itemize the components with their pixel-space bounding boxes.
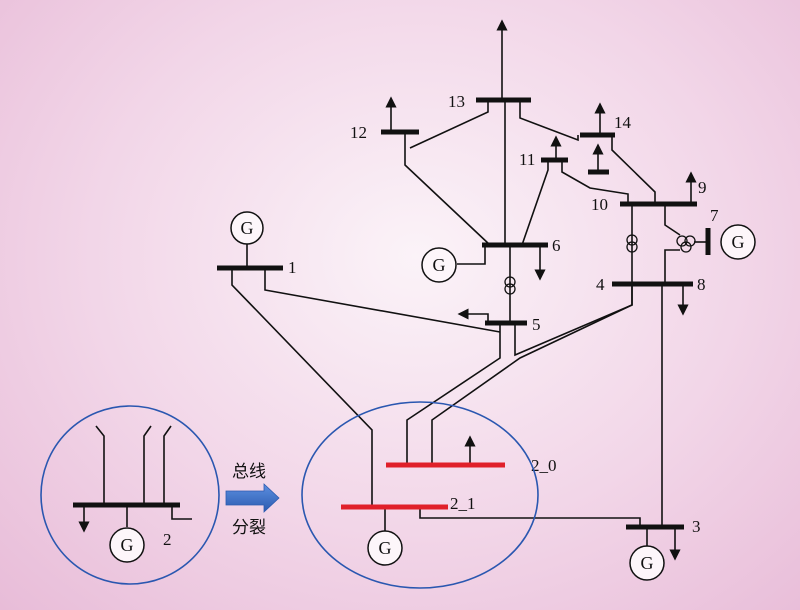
line-11-10: [561, 160, 629, 204]
generator-3: G: [629, 545, 665, 581]
generator-2: G: [367, 530, 403, 566]
generator-symbol: G: [433, 255, 446, 275]
bus-split-arrow: 总线 分裂: [225, 462, 280, 538]
transformer-7: [676, 235, 696, 253]
bus-label-9: 9: [698, 178, 707, 197]
bus-bars: [217, 97, 711, 530]
line-13-14: [519, 100, 579, 142]
inset-circle: [40, 405, 220, 585]
line-12-13: [409, 100, 489, 149]
bus-label-13: 13: [448, 92, 465, 111]
bus-label-12: 12: [350, 123, 367, 142]
bus-label-8: 8: [697, 275, 706, 294]
transmission-lines: [231, 19, 681, 546]
generator-7: G: [720, 224, 756, 260]
original-bus-inset: G 2: [40, 405, 220, 585]
bus-label-11: 11: [519, 150, 535, 169]
line-4-2: [431, 284, 633, 465]
bus-label-5: 5: [532, 315, 541, 334]
generator-symbol: G: [641, 553, 654, 573]
split-arrow-label-top: 总线: [232, 462, 266, 482]
inset-bus-label: 2: [163, 530, 172, 549]
bus-label-7: 7: [710, 206, 719, 225]
line-6-12: [404, 132, 491, 246]
load-arrow-icon: [457, 308, 489, 323]
bus-label-10: 10: [591, 195, 608, 214]
generator-1: G: [230, 211, 264, 245]
load-arrows: [385, 96, 697, 561]
transformer-5-6: [504, 276, 516, 295]
bus-label-6: 6: [552, 236, 561, 255]
right-arrow-icon: [225, 483, 280, 513]
split-arrow-label-bottom: 分裂: [232, 518, 266, 538]
bus-label-14: 14: [614, 113, 632, 132]
bus-label-3: 3: [692, 517, 701, 536]
generator-symbol: G: [241, 218, 254, 238]
line-1-2: [231, 268, 373, 507]
bus-label-1: 1: [288, 258, 297, 277]
line-1-5: [264, 268, 501, 333]
bus-label-2-0: 2_0: [531, 456, 557, 475]
bus-label-4: 4: [596, 275, 605, 294]
transformer-4-9: [626, 234, 638, 253]
generator-symbol: G: [379, 538, 392, 558]
bus-label-2-1: 2_1: [450, 494, 476, 513]
generator-6: G: [421, 247, 457, 283]
generator-symbol: G: [732, 232, 745, 252]
generator-symbol: G: [121, 535, 134, 555]
line-4-5: [514, 284, 633, 357]
inset-generator: [109, 527, 145, 563]
line-3-2: [419, 507, 641, 527]
bus-labels: 1 13 12 14 11 9 10 7 6 4 8 5 2_0 2_1 3: [288, 92, 719, 536]
line-14-9: [611, 135, 656, 204]
bus6-gen-connector: [457, 245, 486, 265]
split-bus-ellipse: [301, 401, 539, 589]
line-6-11: [521, 160, 549, 246]
line-7-9: [664, 204, 681, 236]
line-4-7: [664, 249, 680, 284]
line-5-2: [406, 323, 501, 465]
